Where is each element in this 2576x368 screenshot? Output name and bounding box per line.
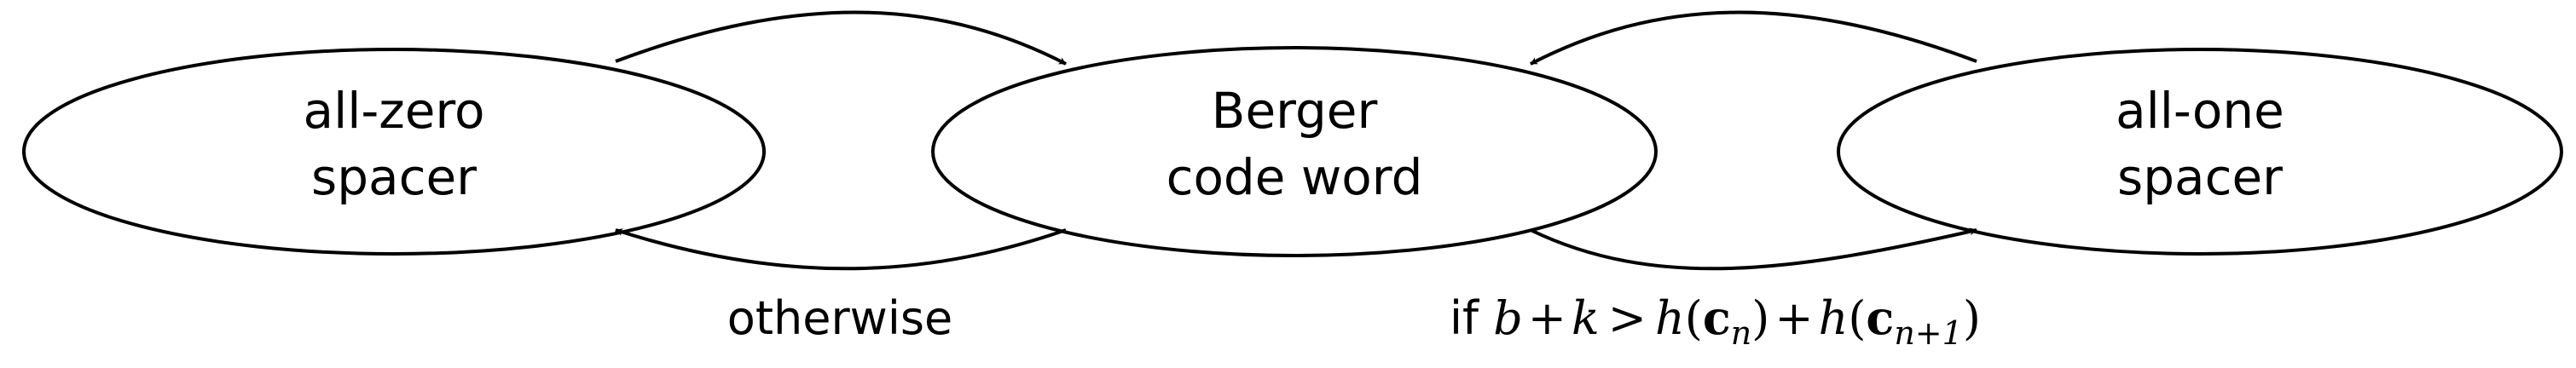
edge-zero-to-berger	[615, 10, 1067, 66]
formula-c-2: c	[1866, 290, 1894, 345]
edge-berger-to-zero	[615, 228, 1067, 271]
node-all-one-spacer-line2: spacer	[2117, 148, 2283, 206]
node-all-zero-spacer-ellipse	[22, 48, 766, 256]
formula-b: b	[1493, 291, 1523, 345]
node-berger-code-word-ellipse	[931, 46, 1658, 257]
formula-plus-1: +	[1528, 291, 1566, 345]
formula-rparen-1: )	[1751, 291, 1769, 345]
node-all-one-spacer: all-one spacer	[1837, 48, 2563, 256]
node-all-zero-spacer-line2: spacer	[311, 148, 477, 206]
node-all-zero-spacer-line1: all-zero	[304, 82, 485, 140]
formula-lparen-2: (	[1848, 291, 1866, 345]
edge-label-otherwise: otherwise	[727, 291, 952, 345]
edge-label-condition: if b+k>h(cn)+h(cn+1)	[1450, 290, 1981, 352]
node-all-one-spacer-line1: all-one	[2116, 82, 2284, 140]
condition-if: if	[1450, 291, 1493, 345]
node-all-zero-spacer: all-zero spacer	[22, 48, 766, 256]
edge-berger-to-one	[1530, 227, 1977, 271]
formula-gt: >	[1608, 291, 1647, 345]
formula-sub-n-plus-1: n+1	[1894, 314, 1963, 352]
edge-one-to-berger	[1530, 10, 1977, 66]
formula-sub-n: n	[1731, 314, 1751, 352]
formula-h-2: h	[1819, 291, 1849, 345]
node-berger-code-word-line1: Berger	[1212, 82, 1378, 140]
formula-lparen-1: (	[1685, 291, 1703, 345]
formula-plus-2: +	[1774, 291, 1813, 345]
node-all-one-spacer-ellipse	[1837, 48, 2563, 256]
node-berger-code-word: Berger code word	[931, 46, 1658, 257]
formula-c-1: c	[1703, 290, 1731, 345]
formula-rparen-2: )	[1963, 291, 1981, 345]
formula-h-1: h	[1655, 291, 1685, 345]
node-berger-code-word-line2: code word	[1166, 148, 1423, 206]
formula-k: k	[1572, 291, 1600, 345]
